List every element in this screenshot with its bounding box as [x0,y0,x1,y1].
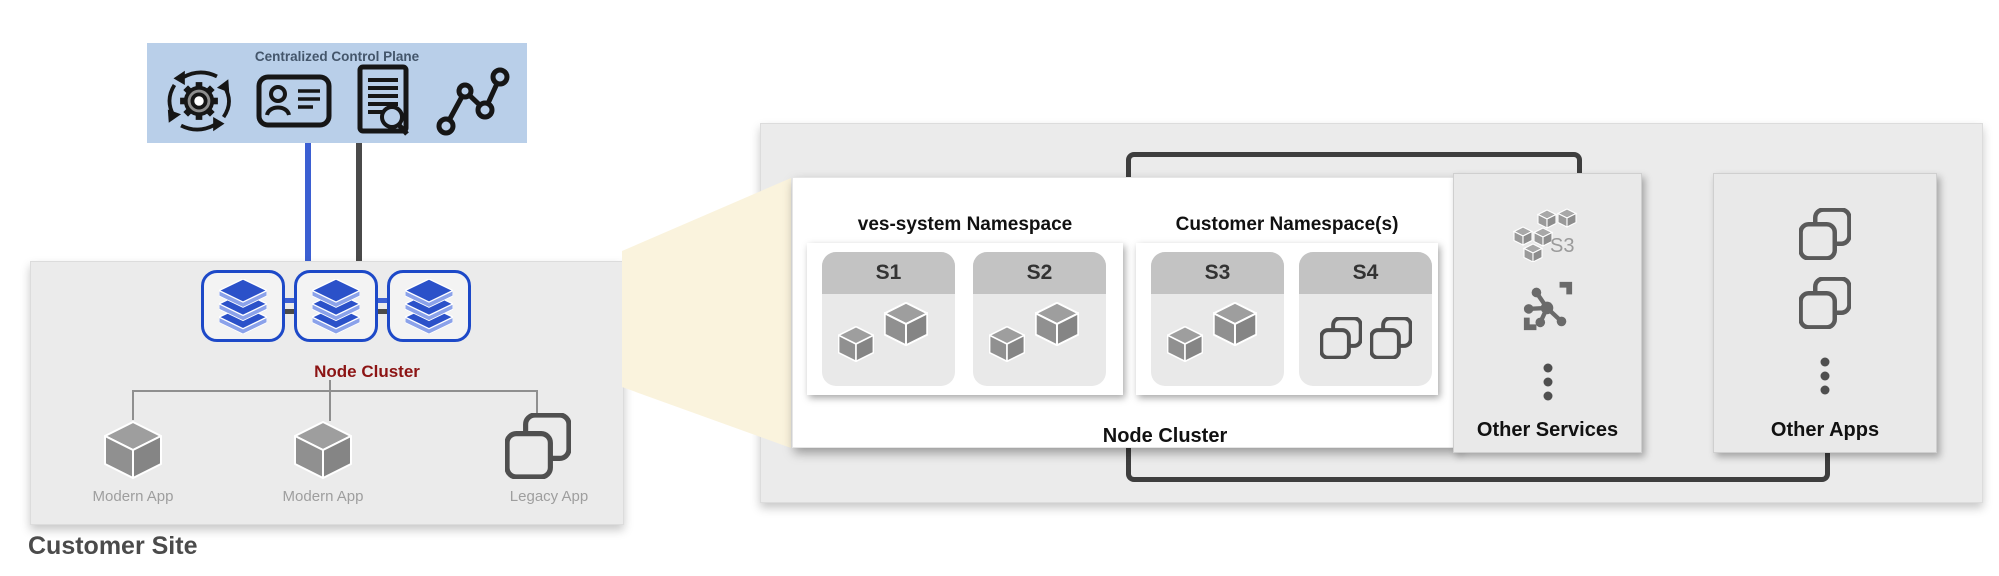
metrics-graph-icon [434,64,510,143]
service-hub-icon [1521,279,1575,338]
centralized-control-plane-box: Centralized Control Plane [147,43,527,143]
copy-app-icon [1798,207,1852,265]
vertical-ellipsis-icon [1819,356,1831,403]
other-services-label: Other Services [1476,419,1619,441]
legacy-app-icon [504,412,572,484]
other-services-icons: S3 [1454,174,1641,409]
cluster-node-2 [294,270,378,342]
service-card-body [973,294,1106,386]
customer-namespace-panel: S3 S4 [1136,243,1438,395]
app-label: Modern App [92,488,174,505]
control-plane-title: Centralized Control Plane [254,49,420,64]
workload-cube-icon [1033,301,1081,351]
workload-cube-icon [836,325,876,367]
ves-system-namespace-title: ves-system Namespace [857,214,1073,235]
tree-drop-1 [132,390,134,420]
other-apps-card: Other Apps [1713,173,1937,453]
workload-cube-icon [1165,325,1205,367]
service-card-s2: S2 [973,252,1106,386]
service-card-s4: S4 [1299,252,1432,386]
blue-stack-icon [405,278,453,334]
other-services-card: S3 [1453,173,1642,453]
tree-drop-3 [536,390,538,413]
service-card-header: S4 [1299,252,1432,294]
legacy-copies-icon [1368,315,1413,364]
service-card-header: S1 [822,252,955,294]
modern-app-cube-icon [294,421,352,484]
app-label: Legacy App [509,488,589,505]
node-cluster-label-right: Node Cluster [1102,425,1228,447]
tree-drop-2 [329,390,331,421]
s3-badge-text: S3 [1550,235,1574,257]
node-cluster-label-left: Node Cluster [314,362,420,381]
tree-bar [132,390,538,392]
control-plane-icons-row [147,64,527,143]
service-card-s3: S3 [1151,252,1284,386]
customer-namespace-title: Customer Namespace(s) [1175,214,1399,235]
cluster-node-3 [387,270,471,342]
modern-app-cube-icon [104,421,162,484]
legacy-copies-icon [1318,315,1363,364]
tree-stem [329,380,331,390]
ops-gear-cycle-icon [164,67,234,140]
customer-site-title: Customer Site [28,532,198,560]
service-card-body [1299,294,1432,386]
identity-card-icon [256,74,332,133]
blue-stack-icon [219,278,267,334]
service-card-header: S3 [1151,252,1284,294]
other-apps-label: Other Apps [1770,419,1880,441]
other-apps-icons [1714,174,1936,403]
ves-system-namespace-panel: S1 S2 [807,243,1123,395]
app-label: Modern App [282,488,364,505]
aws-s3-icon: S3 [1510,208,1586,267]
workload-cube-icon [882,301,930,351]
workload-cube-icon [1211,301,1259,351]
control-link-dark [356,143,362,262]
copy-app-icon [1798,276,1852,334]
node-cluster-panel: ves-system Namespace Customer Namespace(… [792,177,1459,448]
control-link-blue [305,143,311,262]
blue-stack-icon [312,278,360,334]
workload-cube-icon [987,325,1027,367]
vertical-ellipsis-icon [1542,362,1554,409]
service-card-s1: S1 [822,252,955,386]
service-card-header: S2 [973,252,1106,294]
audit-document-icon [354,64,412,143]
service-card-body [822,294,955,386]
cluster-node-1 [201,270,285,342]
service-card-body [1151,294,1284,386]
